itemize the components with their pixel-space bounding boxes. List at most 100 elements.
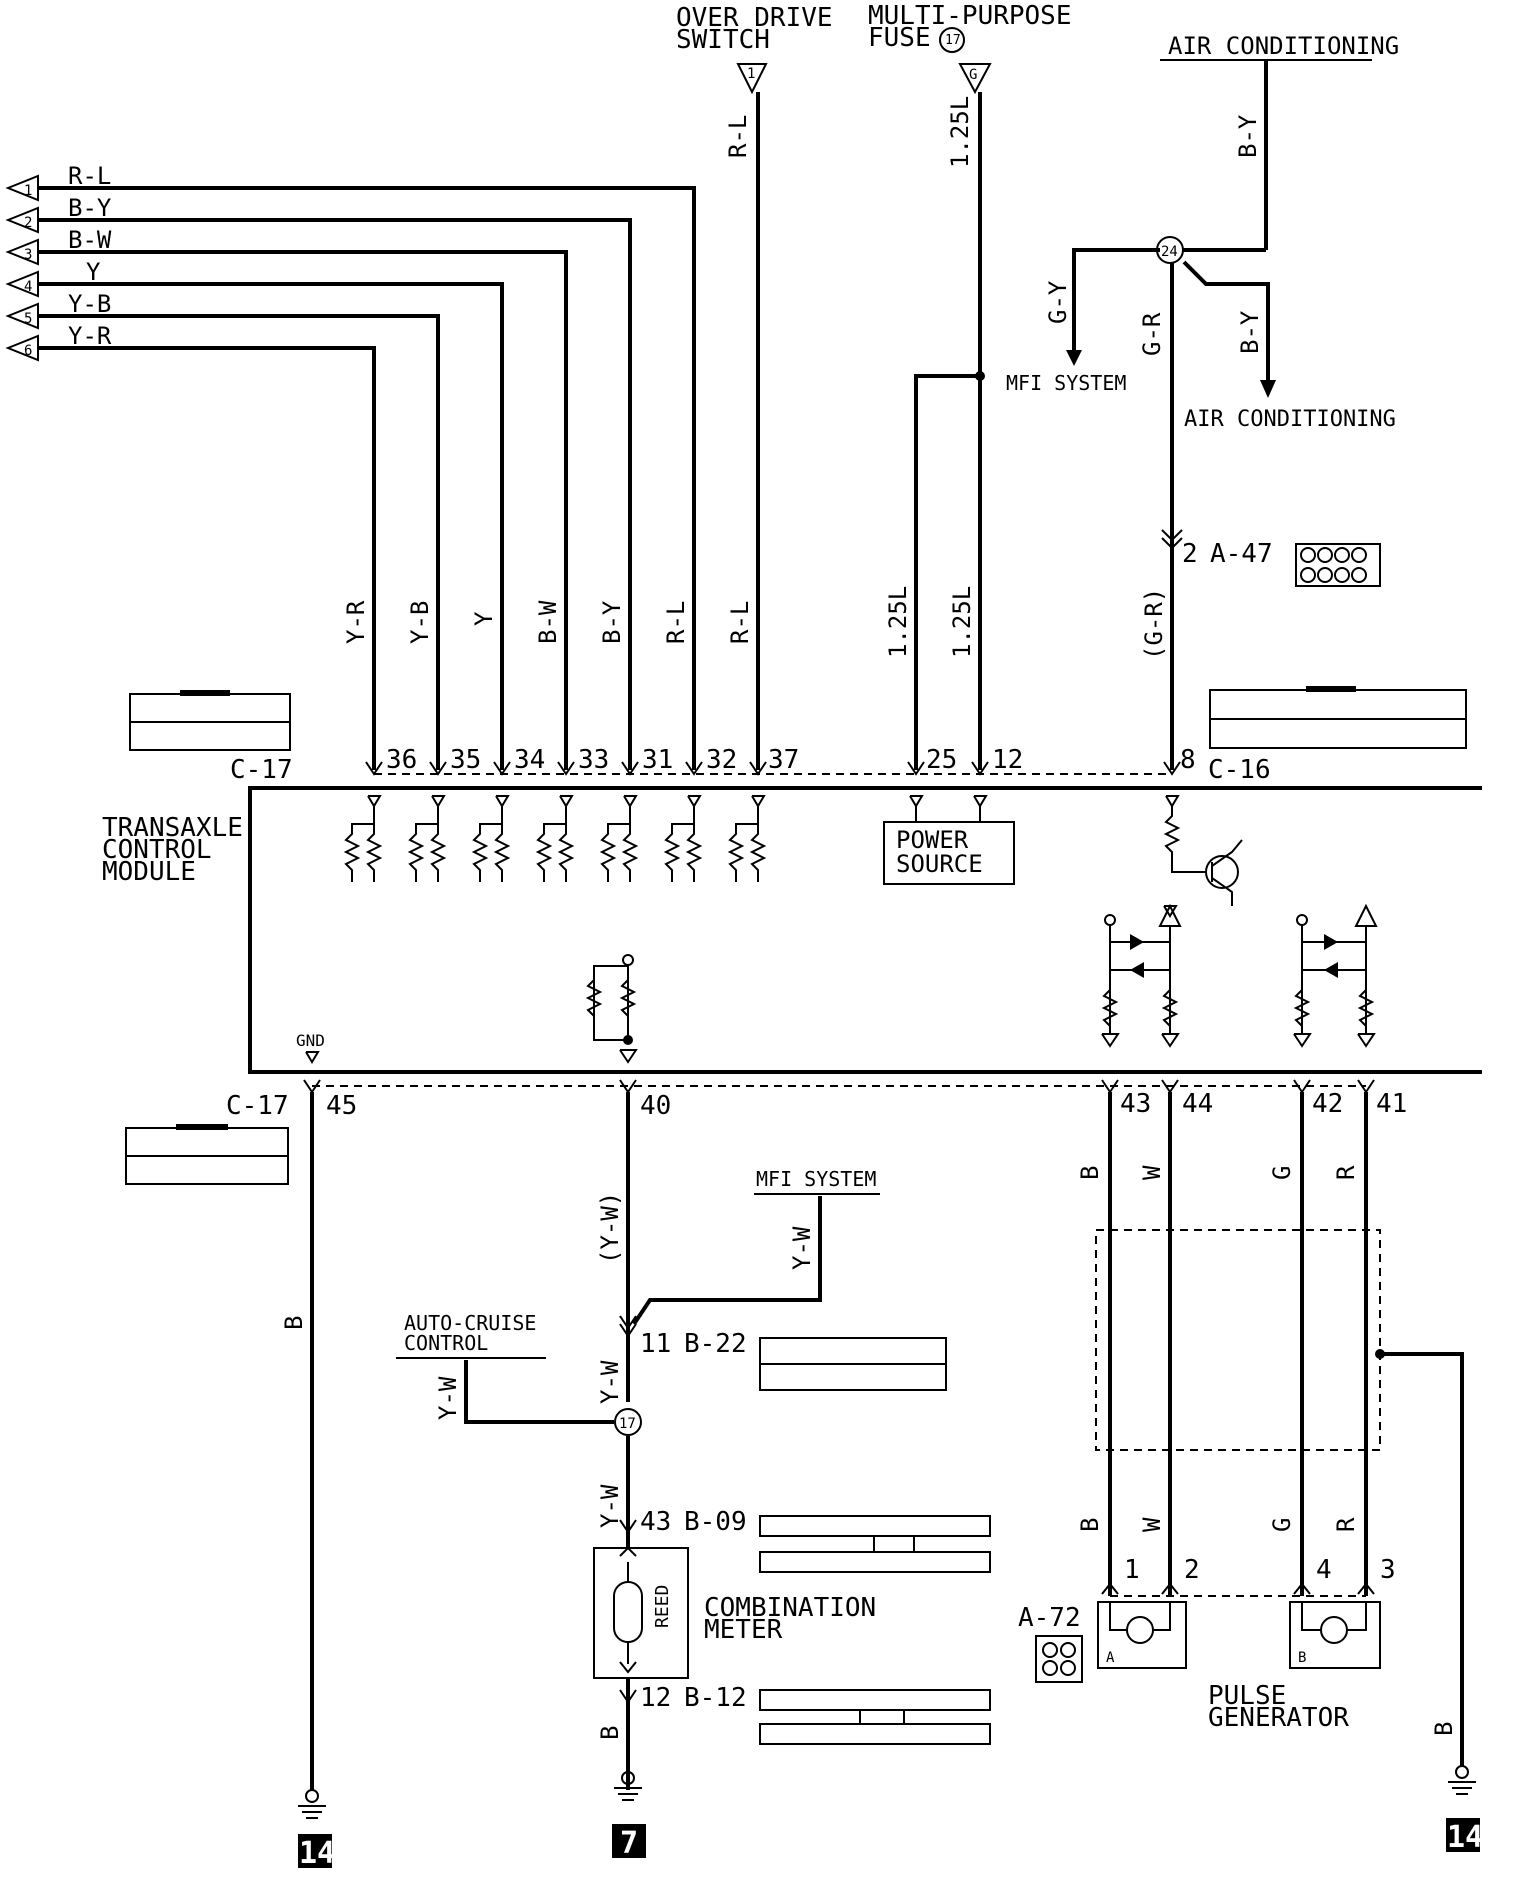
svg-text:4: 4 bbox=[1316, 1555, 1332, 1585]
svg-text:B-W: B-W bbox=[534, 600, 562, 644]
svg-text:4: 4 bbox=[24, 279, 32, 295]
svg-text:33: 33 bbox=[578, 745, 609, 775]
multi-purpose-fuse-label: MULTI-PURPOSE FUSE 17 bbox=[868, 1, 1072, 53]
svg-text:Y: Y bbox=[470, 611, 498, 626]
c17-upper-pin-numbers: 36 35 34 33 31 32 37 bbox=[386, 745, 799, 775]
svg-text:B-22: B-22 bbox=[684, 1329, 747, 1359]
svg-text:CONTROL: CONTROL bbox=[404, 1331, 488, 1355]
svg-text:Y-B: Y-B bbox=[68, 290, 111, 318]
svg-text:11: 11 bbox=[640, 1329, 671, 1359]
svg-text:6: 6 bbox=[24, 343, 32, 359]
power-source-block: POWER SOURCE bbox=[883, 795, 1015, 885]
svg-text:Y: Y bbox=[86, 258, 101, 286]
mfi-system-top-label: MFI SYSTEM bbox=[1006, 371, 1126, 395]
a72-connector: A-72 bbox=[1018, 1603, 1083, 1683]
svg-text:B: B bbox=[1298, 1650, 1306, 1666]
junction-24-network: 24 bbox=[1066, 60, 1276, 770]
transistor-input bbox=[1163, 795, 1243, 906]
pulse-input-circuit-b bbox=[1293, 903, 1378, 1048]
right-ground-wire: B bbox=[1430, 1722, 1476, 1795]
svg-text:43: 43 bbox=[1120, 1089, 1151, 1119]
svg-text:R-L: R-L bbox=[726, 601, 754, 644]
svg-text:R-L: R-L bbox=[662, 601, 690, 644]
c17-upper-label: C-17 bbox=[230, 755, 293, 785]
a47-connector: 2 A-47 bbox=[1161, 529, 1381, 587]
svg-text:B-Y: B-Y bbox=[68, 194, 112, 222]
svg-text:17: 17 bbox=[619, 1416, 636, 1432]
svg-text:12: 12 bbox=[992, 745, 1023, 775]
air-conditioning-mid-label: AIR CONDITIONING bbox=[1184, 407, 1396, 432]
svg-text:Y-R: Y-R bbox=[68, 322, 112, 350]
pulse-pin-numbers: 43 44 42 41 bbox=[1120, 1089, 1407, 1119]
svg-text:2: 2 bbox=[1182, 539, 1198, 569]
b-meter-label: B bbox=[596, 1726, 624, 1740]
svg-text:Y-W: Y-W bbox=[434, 1376, 462, 1420]
od-wire-label: R-L bbox=[724, 115, 752, 158]
vertical-wire-labels: Y-R Y-B Y B-W B-Y R-L R-L 1.25L 1.25L (G… bbox=[342, 586, 1168, 660]
mfi-system-lower-label: MFI SYSTEM bbox=[756, 1167, 876, 1191]
pulse-generator-pins: 1 2 4 3 bbox=[1101, 1555, 1396, 1597]
svg-text:TRANSAXLE: TRANSAXLE bbox=[102, 813, 243, 843]
b09-label: B-09 bbox=[684, 1507, 747, 1537]
combination-meter: REED COMBINATION METER bbox=[593, 1546, 876, 1679]
svg-text:G: G bbox=[969, 67, 977, 83]
pulse-wire-colors-lower: B W G R bbox=[1076, 1517, 1360, 1532]
fuse-wires bbox=[914, 92, 985, 770]
pulse-generator-a: A bbox=[1097, 1601, 1187, 1669]
b09-connector-icon bbox=[759, 1515, 991, 1573]
svg-text:8: 8 bbox=[1180, 745, 1196, 775]
svg-text:FUSE: FUSE bbox=[868, 23, 931, 53]
svg-text:42: 42 bbox=[1312, 1089, 1343, 1119]
transaxle-control-module: TRANSAXLE CONTROL MODULE bbox=[102, 786, 1482, 1074]
svg-text:5: 5 bbox=[24, 311, 32, 327]
svg-text:MULTI-PURPOSE: MULTI-PURPOSE bbox=[868, 1, 1072, 31]
pulse-generator-label: PULSE GENERATOR bbox=[1208, 1681, 1349, 1733]
svg-text:W: W bbox=[1138, 1165, 1166, 1180]
svg-text:REED: REED bbox=[652, 1585, 673, 1628]
svg-text:(G-R): (G-R) bbox=[1140, 588, 1168, 660]
fuse-wire-label: 1.25L bbox=[946, 96, 974, 168]
svg-text:1.25L: 1.25L bbox=[948, 586, 976, 658]
svg-text:B: B bbox=[1076, 1166, 1104, 1180]
over-drive-switch-label: OVER DRIVE SWITCH bbox=[676, 3, 833, 55]
left-wire-color-labels: R-L B-Y B-W Y Y-B Y-R bbox=[68, 162, 112, 350]
svg-text:31: 31 bbox=[642, 745, 673, 775]
svg-text:G: G bbox=[1268, 1166, 1296, 1180]
ground-14-left: 14 bbox=[298, 1834, 335, 1871]
svg-text:37: 37 bbox=[768, 745, 799, 775]
svg-text:32: 32 bbox=[706, 745, 737, 775]
c17-gnd-pin: 45 bbox=[326, 1091, 357, 1121]
svg-text:OVER DRIVE: OVER DRIVE bbox=[676, 3, 833, 33]
gr-wire-label: G-R bbox=[1138, 312, 1166, 356]
svg-text:2: 2 bbox=[24, 215, 32, 231]
svg-text:44: 44 bbox=[1182, 1089, 1213, 1119]
c17-meter-pin: 40 bbox=[640, 1091, 671, 1121]
svg-text:2: 2 bbox=[1184, 1555, 1200, 1585]
meter-ground bbox=[614, 1771, 642, 1801]
svg-text:B-Y: B-Y bbox=[598, 600, 626, 644]
meter-signal-wire: (Y-W) MFI SYSTEM Y-W 11 B-22 Y-W bbox=[596, 1092, 880, 1404]
svg-text:MODULE: MODULE bbox=[102, 857, 196, 887]
svg-text:1: 1 bbox=[1124, 1555, 1140, 1585]
svg-text:W: W bbox=[1138, 1517, 1166, 1532]
c17-upper-connector-icon bbox=[129, 690, 291, 751]
b22-connector-icon bbox=[759, 1337, 947, 1391]
svg-text:14: 14 bbox=[299, 1836, 335, 1871]
svg-text:B: B bbox=[1430, 1722, 1458, 1736]
pulse-input-circuit-a bbox=[1101, 903, 1182, 1048]
svg-text:B: B bbox=[280, 1316, 308, 1330]
b09-pin: 43 bbox=[640, 1507, 671, 1537]
svg-text:A-72: A-72 bbox=[1018, 1603, 1081, 1633]
svg-text:1: 1 bbox=[747, 66, 755, 82]
ac-out-wire-label: B-Y bbox=[1236, 310, 1264, 354]
svg-text:C-16: C-16 bbox=[1208, 755, 1271, 785]
c16-pin-numbers: 25 12 8 C-16 bbox=[926, 745, 1271, 785]
svg-text:GENERATOR: GENERATOR bbox=[1208, 1703, 1349, 1733]
svg-text:14: 14 bbox=[1447, 1820, 1483, 1855]
svg-text:17: 17 bbox=[945, 33, 961, 48]
gy-wire-label: G-Y bbox=[1044, 280, 1072, 324]
svg-text:R: R bbox=[1332, 1517, 1360, 1532]
left-terminal-block: 1 2 3 4 5 6 bbox=[5, 174, 39, 362]
svg-text:CONTROL: CONTROL bbox=[102, 835, 212, 865]
pulse-wire-colors-upper: B W G R bbox=[1076, 1165, 1360, 1180]
